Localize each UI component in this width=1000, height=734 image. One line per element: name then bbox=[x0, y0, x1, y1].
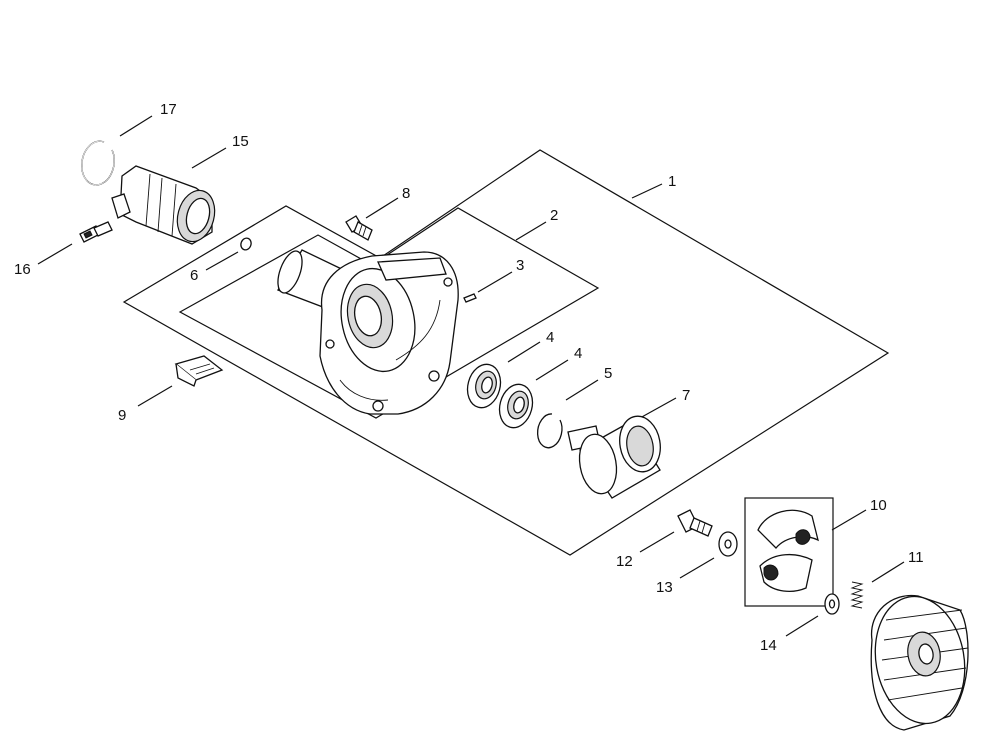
assembly-outline-2 bbox=[178, 207, 600, 419]
assembly-outline-1 bbox=[122, 149, 890, 556]
part-4-bearing-b bbox=[498, 383, 534, 429]
part-5-circlip bbox=[536, 413, 563, 449]
callout-5: 5 bbox=[604, 365, 612, 382]
callout-14: 14 bbox=[760, 637, 777, 654]
part-11-spring bbox=[850, 581, 864, 609]
callout-12: 12 bbox=[616, 553, 633, 570]
callout-3: 3 bbox=[516, 257, 524, 274]
part-6-o-ring bbox=[240, 237, 252, 251]
assembly-outline-10 bbox=[744, 497, 834, 607]
callout-4b: 4 bbox=[574, 345, 582, 362]
flywheel bbox=[870, 594, 969, 731]
part-7-clutch-drum bbox=[567, 415, 661, 499]
leader-lines bbox=[37, 115, 905, 637]
part-16-screw bbox=[79, 221, 113, 243]
callout-1: 1 bbox=[668, 173, 676, 190]
part-4-bearing-a bbox=[466, 363, 502, 409]
callout-15: 15 bbox=[232, 133, 249, 150]
callout-16: 16 bbox=[14, 261, 31, 278]
callout-13: 13 bbox=[656, 579, 673, 596]
part-10-clutch-assembly bbox=[757, 509, 819, 593]
callout-labels: 17 15 16 6 8 1 2 3 4 4 5 7 9 10 11 12 13… bbox=[14, 101, 924, 654]
callout-11: 11 bbox=[908, 549, 924, 566]
part-12-bolt bbox=[677, 509, 713, 537]
part-14-washer bbox=[824, 593, 840, 615]
callout-9: 9 bbox=[118, 407, 126, 424]
part-3-pin bbox=[463, 293, 477, 303]
part-2-crankcase-housing bbox=[277, 249, 459, 415]
callout-2: 2 bbox=[550, 207, 558, 224]
callout-7: 7 bbox=[682, 387, 690, 404]
callout-4a: 4 bbox=[546, 329, 554, 346]
part-17-snap-ring bbox=[81, 140, 115, 186]
part-8-bolt bbox=[345, 215, 373, 241]
part-15-intake-adapter bbox=[111, 165, 216, 245]
callout-10: 10 bbox=[870, 497, 887, 514]
callout-17: 17 bbox=[160, 101, 177, 118]
part-13-washer bbox=[718, 531, 738, 557]
part-9-clip bbox=[174, 355, 224, 387]
callout-8: 8 bbox=[402, 185, 410, 202]
callout-6: 6 bbox=[190, 267, 198, 284]
